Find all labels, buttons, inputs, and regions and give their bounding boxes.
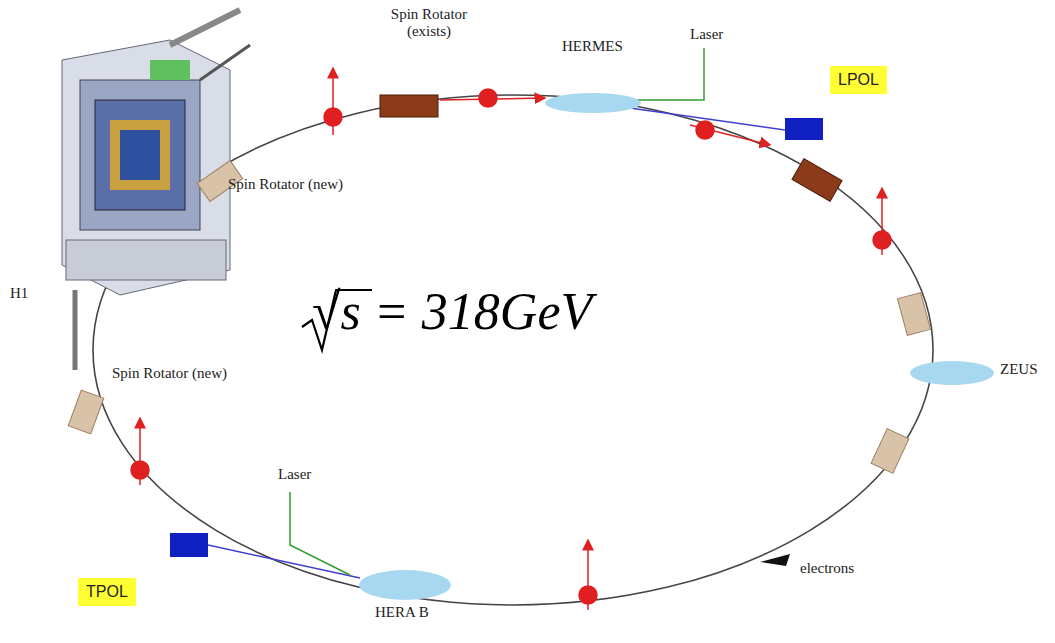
direction-arrow <box>760 554 790 566</box>
polarimeter-detector <box>785 118 823 140</box>
node-text: LPOL <box>838 71 879 89</box>
spin-rotator <box>792 159 842 202</box>
polarimeter-detector <box>170 533 208 557</box>
component-label: Spin Rotator (exists) <box>384 6 474 41</box>
formula: √s = 318GeV <box>312 282 592 341</box>
interaction-point: ZEUS <box>908 358 1042 389</box>
node-text: TPOL <box>86 583 128 601</box>
direction-label: electrons <box>800 560 854 577</box>
laser-label: Laser <box>278 466 311 483</box>
h1-detector <box>62 10 250 370</box>
laser-line <box>290 492 350 575</box>
node-text: HERMES <box>562 38 623 55</box>
interaction-point: HERMES <box>540 38 645 117</box>
component-label: Spin Rotator (new) <box>112 365 227 382</box>
component-label: Spin Rotator (new) <box>228 176 343 193</box>
laser-label: Laser <box>690 26 723 43</box>
spin-rotator <box>380 95 438 117</box>
interaction-point: HERA B <box>355 568 455 623</box>
node-text: HERA B <box>375 604 429 621</box>
polarimeter-label-box: LPOL <box>830 66 887 94</box>
spin-vector <box>131 68 891 610</box>
detector-label: H1 <box>10 285 28 302</box>
polarimeter-label-box: TPOL <box>78 578 136 606</box>
spin-rotator <box>871 429 909 474</box>
node-text: ZEUS <box>1000 361 1038 378</box>
laser-line <box>632 48 704 100</box>
spin-rotator <box>68 390 104 434</box>
spin-rotator <box>897 293 930 336</box>
